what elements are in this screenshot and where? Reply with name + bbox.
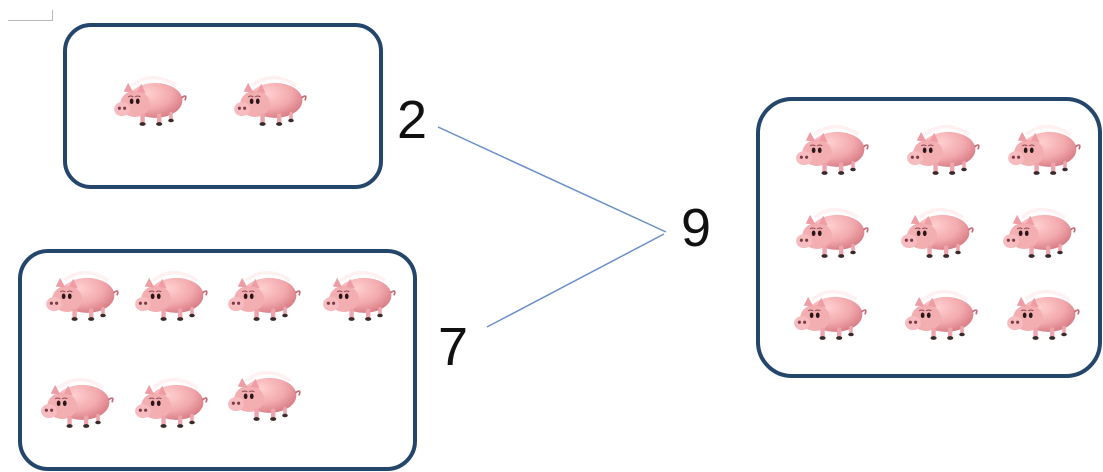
pig-icon xyxy=(893,200,981,270)
left-bottom-number: 7 xyxy=(438,317,469,377)
pig-icon xyxy=(127,263,215,333)
pig-icon xyxy=(33,370,121,440)
left-top-number: 2 xyxy=(397,90,428,150)
pig-icon xyxy=(995,200,1083,270)
pig-icon xyxy=(1000,117,1088,187)
pig-icon xyxy=(788,117,876,187)
pig-icon xyxy=(220,263,308,333)
pig-icon xyxy=(315,263,403,333)
right-total-number: 9 xyxy=(681,198,712,258)
corner-mark xyxy=(8,10,53,21)
pig-icon xyxy=(127,370,215,440)
pig-icon xyxy=(106,68,194,138)
pig-icon xyxy=(220,363,308,433)
pig-icon xyxy=(999,282,1087,352)
pig-icon xyxy=(899,117,987,187)
pig-icon xyxy=(786,282,874,352)
pig-icon xyxy=(226,68,314,138)
connector-line-top xyxy=(437,126,667,233)
pig-icon xyxy=(897,282,985,352)
connector-line-bottom xyxy=(486,233,665,328)
pig-icon xyxy=(38,263,126,333)
pig-icon xyxy=(788,200,876,270)
